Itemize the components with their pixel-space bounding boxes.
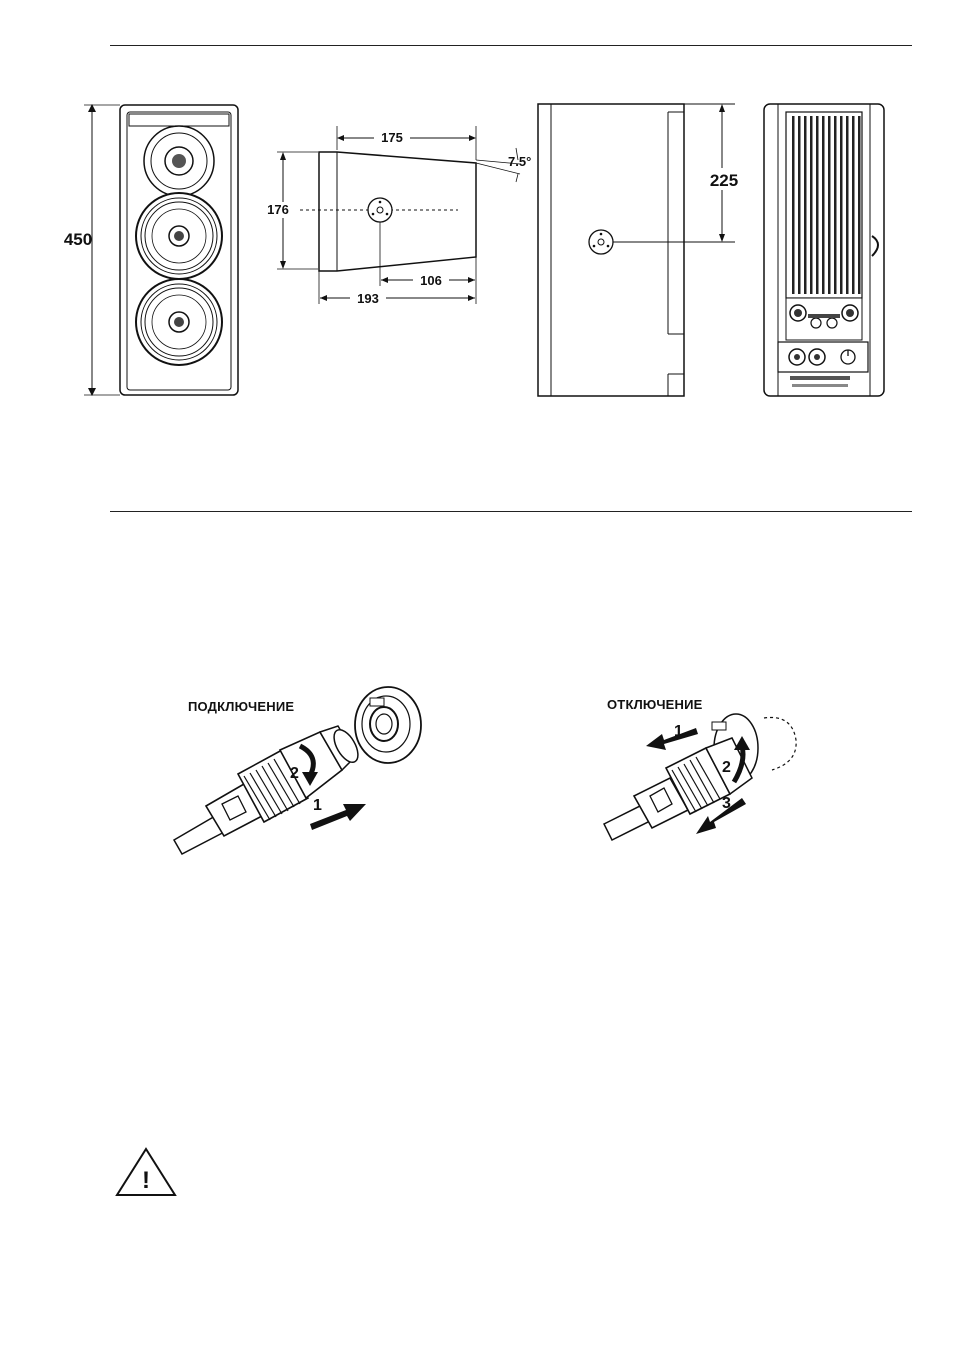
heatsink-fin xyxy=(858,116,861,294)
top-divider xyxy=(110,45,912,46)
heatsink-fin xyxy=(798,116,801,294)
side-view: 175 7.5° 176 106 xyxy=(264,126,531,306)
dim-depth-bottom: 193 xyxy=(357,291,379,306)
connect-step2: 2 xyxy=(290,765,299,782)
connect-title: ПОДКЛЮЧЕНИЕ xyxy=(188,699,295,714)
dim-angle: 7.5° xyxy=(508,154,531,169)
heatsink-fins xyxy=(792,116,861,294)
warning-symbol: ! xyxy=(142,1167,150,1194)
disconnect-diagram: 1 2 3 xyxy=(602,713,797,842)
middle-divider xyxy=(110,511,912,512)
heatsink-fin xyxy=(792,116,795,294)
warning-triangle-icon: ! xyxy=(115,1147,177,1196)
dim-height-side: 176 xyxy=(267,202,289,217)
rear-view xyxy=(763,103,885,397)
connect-step1: 1 xyxy=(313,797,322,814)
heatsink-fin xyxy=(828,116,831,294)
dim-depth-top: 175 xyxy=(381,130,403,145)
heatsink-fin xyxy=(834,116,837,294)
speaker-dimension-drawing: 450 175 7.5 xyxy=(64,103,885,397)
side-panel-view: 225 xyxy=(537,103,744,397)
heatsink-fin xyxy=(840,116,843,294)
heatsink-fin xyxy=(852,116,855,294)
heatsink-fin xyxy=(846,116,849,294)
knurl-lines xyxy=(243,758,301,821)
disconnect-title: ОТКЛЮЧЕНИЕ xyxy=(607,697,703,712)
heatsink-fin xyxy=(810,116,813,294)
dim-mount-offset: 106 xyxy=(420,273,442,288)
connect-diagram: 2 1 xyxy=(172,686,422,855)
heatsink-fin xyxy=(816,116,819,294)
front-view: 450 xyxy=(64,104,239,396)
disconnect-step1: 1 xyxy=(674,723,683,740)
dim-mount-height: 225 xyxy=(710,171,738,190)
heatsink-fin xyxy=(804,116,807,294)
disconnect-step2: 2 xyxy=(722,759,731,776)
heatsink-fin xyxy=(822,116,825,294)
dim-height-total: 450 xyxy=(64,230,92,249)
disconnect-step3: 3 xyxy=(722,795,731,812)
